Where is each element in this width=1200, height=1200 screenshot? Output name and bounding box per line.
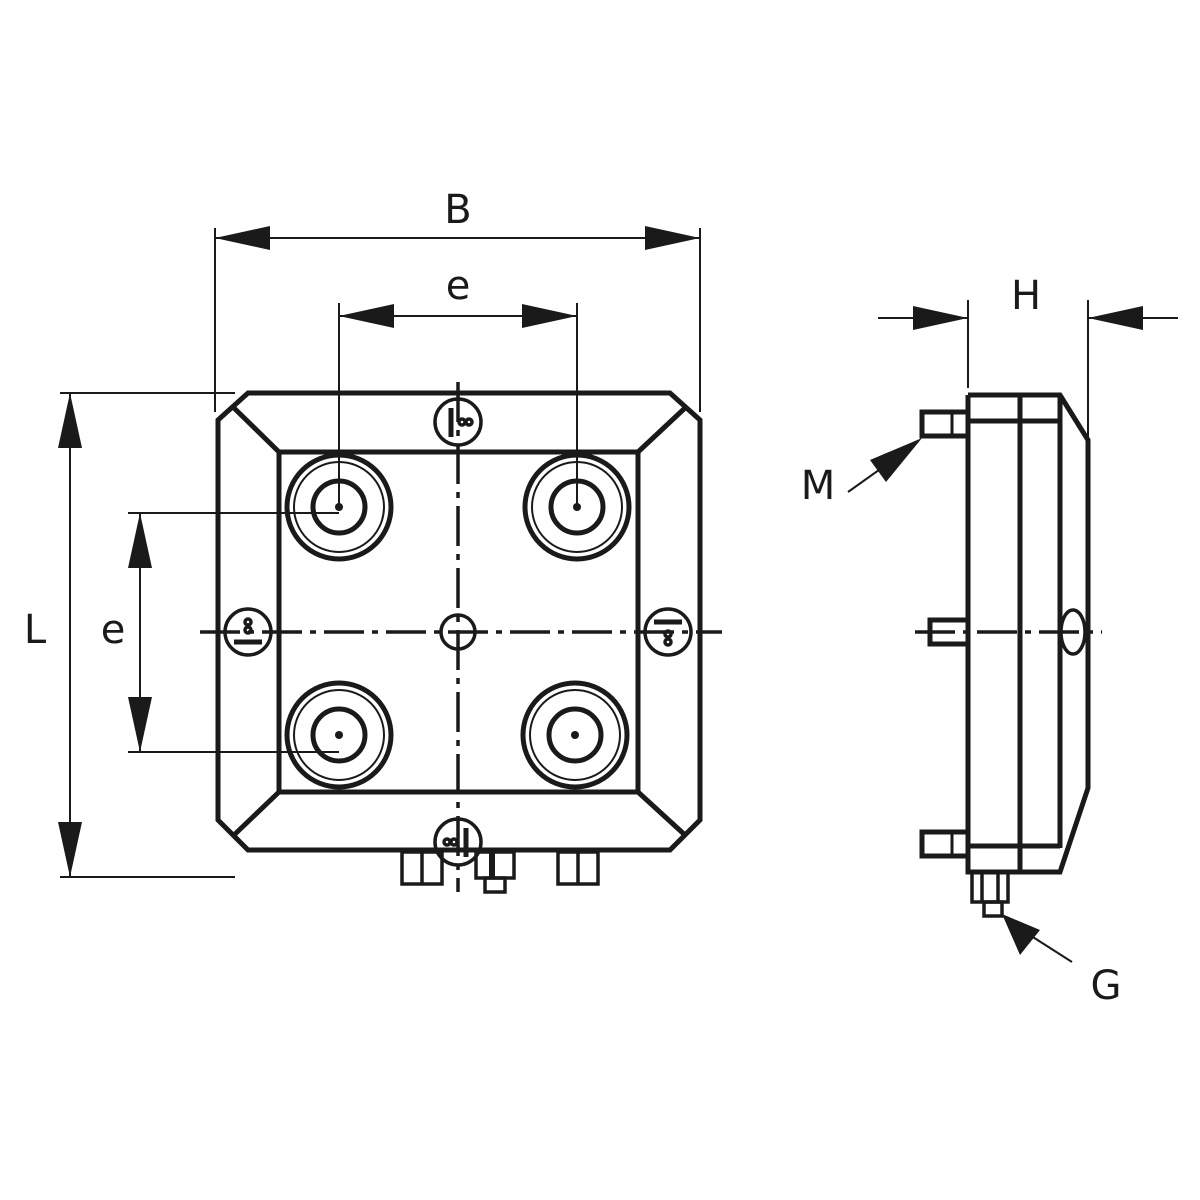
dimension-label-b: B (444, 187, 471, 233)
dimension-pitch-horizontal: e (338, 263, 578, 507)
bottom-connectors (400, 850, 600, 894)
callout-g: G (1002, 914, 1122, 1009)
clamping-pin-bottom-left (284, 680, 394, 790)
callout-label-m: M (801, 463, 836, 509)
callout-label-g: G (1091, 963, 1122, 1009)
dimension-pitch-vertical: e (101, 512, 339, 753)
dimension-label-e-vertical: e (101, 607, 126, 653)
bevel-lines (232, 406, 687, 837)
dimension-length: L (24, 392, 235, 878)
plate-outline (215, 390, 703, 853)
callout-m: M (801, 438, 922, 509)
front-view (200, 382, 722, 894)
dimension-width: B (214, 187, 701, 412)
dimension-height: H (878, 273, 1178, 440)
dimension-label-l: L (24, 607, 47, 653)
side-pins (919, 409, 971, 859)
side-view (915, 392, 1102, 918)
clamping-pin-bottom-right (520, 680, 630, 790)
side-connector (970, 870, 1010, 918)
dimension-label-h: H (1011, 273, 1041, 319)
dimension-label-e-horizontal: e (446, 263, 471, 309)
